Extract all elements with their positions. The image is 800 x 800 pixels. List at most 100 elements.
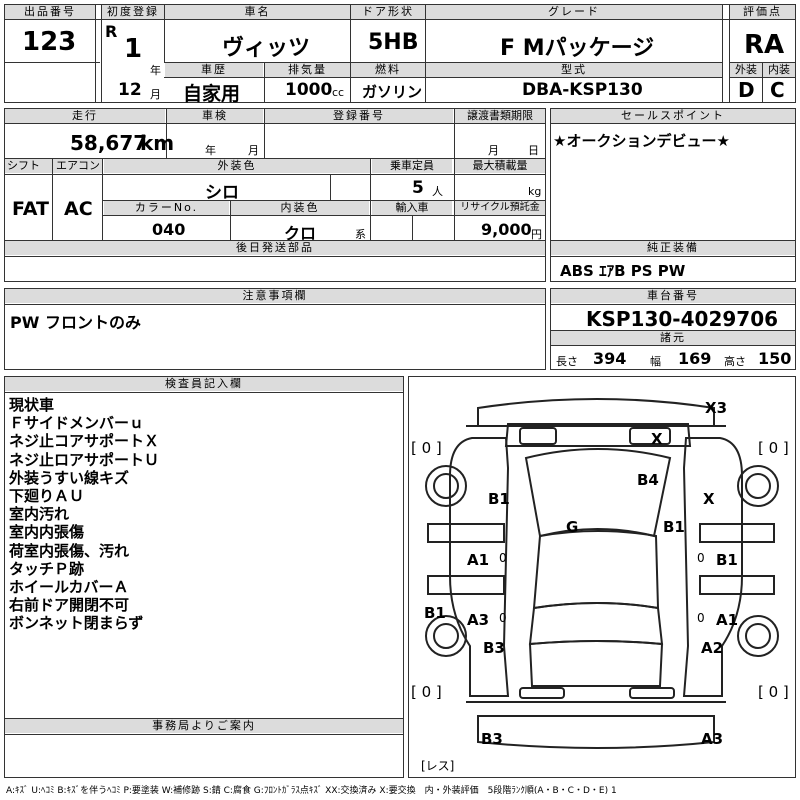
hdr-ext-color: 外装色: [104, 159, 370, 173]
mark-b1-right: B1: [663, 518, 685, 536]
mark-a2-right: A2: [701, 639, 724, 657]
inspector-note: 外装うすい線キズ: [9, 468, 130, 487]
sheet-top-block: [4, 4, 796, 103]
reg-month-suffix: 月: [150, 88, 161, 101]
capacity-unit: 人: [432, 185, 443, 198]
mark-b1-right-door: B1: [716, 551, 738, 569]
hdr-lot: 出品番号: [5, 5, 95, 19]
hdr-shift: シフト: [5, 159, 54, 173]
inspector-note: 下廻りＡＵ: [9, 487, 85, 506]
hdr-mileage: 走行: [5, 109, 165, 123]
mark-b3-left: B3: [483, 639, 505, 657]
door-type: 5HB: [368, 30, 419, 55]
mark-a3-left: A3: [467, 611, 490, 629]
lot-number: 123: [22, 27, 77, 57]
hdr-sales-point: セールスポイント: [551, 109, 795, 123]
inspector-note: Ｆサイドメンバーｕ: [9, 414, 145, 433]
recycle-unit: 円: [531, 228, 542, 241]
hdr-car-name: 車名: [165, 5, 350, 19]
inspector-note: ボンネット閉まらず: [9, 614, 144, 633]
hdr-color-no: カラーNo.: [104, 201, 229, 215]
load-unit: kg: [528, 185, 542, 198]
model-code: DBA-KSP130: [522, 80, 643, 100]
mark-a3-bottom: A3: [701, 730, 724, 748]
hdr-displacement: 排気量: [265, 63, 350, 77]
tire-rear-right: [ 0 ]: [758, 683, 789, 701]
length: 394: [593, 349, 627, 368]
hdr-notes: 注意事項欄: [5, 289, 545, 303]
ext-color: シロ: [205, 183, 239, 203]
mark-x-front: X: [651, 430, 663, 448]
inspector-block: [4, 376, 404, 778]
hdr-exterior: 外装: [730, 63, 762, 77]
car-diagram: [425, 398, 779, 749]
hdr-genuine-equip: 純正装備: [551, 241, 795, 255]
hdr-reg-no: 登録番号: [265, 109, 453, 123]
transfer-month: 月: [488, 144, 499, 157]
hdr-import: 輸入車: [372, 201, 452, 215]
int-color: クロ: [284, 224, 317, 243]
width-label: 幅: [650, 355, 661, 368]
chassis-block: [550, 288, 796, 370]
color-no: 040: [152, 220, 186, 239]
mark-b4: B4: [637, 471, 659, 489]
zero-mark: 0: [697, 611, 705, 625]
hdr-history: 車歴: [165, 63, 263, 77]
tire-rear-left: [ 0 ]: [411, 683, 442, 701]
inspector-note: タッチＰ跡: [9, 559, 85, 578]
fuel: ガソリン: [362, 83, 423, 101]
inspector-note: ネジ止ロアサポートＵ: [9, 450, 160, 469]
hdr-transfer: 譲渡書類期限: [455, 109, 545, 123]
hdr-office: 事務局よりご案内: [5, 719, 403, 733]
mileage-unit: km: [140, 131, 175, 155]
car-name: ヴィッツ: [222, 36, 311, 61]
history: 自家用: [183, 83, 241, 105]
inspection-month: 月: [248, 144, 259, 157]
zero-mark: 0: [499, 551, 507, 565]
inspector-note: 室内内張傷: [9, 523, 85, 542]
mark-x-right-fender: X: [703, 490, 715, 508]
inspector-note: 現状車: [9, 396, 55, 414]
mark-a1-right: A1: [716, 611, 739, 629]
sales-point-block: [550, 108, 796, 282]
interior-grade: C: [770, 78, 785, 102]
hdr-model: 型式: [426, 63, 722, 77]
legend: A:ｷｽﾞ U:ﾍｺﾐ B:ｷｽﾞを伴うﾍｺﾐ P:要塗装 W:補修跡 S:錆 …: [6, 786, 617, 796]
recycle-fee: 9,000: [481, 220, 532, 239]
grade: F Mパッケージ: [500, 36, 655, 61]
reg-year-suffix: 年: [150, 64, 161, 77]
shift: FAT: [12, 198, 49, 220]
inspector-note: ネジ止コアサポートＸ: [9, 432, 160, 451]
int-color-suffix: 系: [355, 228, 366, 241]
hdr-inspector: 検査員記入欄: [5, 377, 403, 391]
cc-unit: cc: [332, 86, 345, 99]
notes-block: [4, 288, 546, 370]
zero-mark: 0: [499, 611, 507, 625]
tire-front-left: [ 0 ]: [411, 439, 442, 457]
hdr-grade: グレード: [426, 5, 722, 19]
reg-era: R: [105, 22, 118, 41]
mark-x3-top: X3: [705, 399, 728, 417]
hdr-int-color: 内装色: [231, 201, 369, 215]
hdr-recycle: リサイクル預託金: [455, 201, 545, 215]
reg-year: 1: [124, 34, 143, 64]
zero-mark: 0: [697, 551, 705, 565]
mark-b1-left-side: B1: [424, 604, 446, 622]
length-label: 長さ: [556, 355, 578, 368]
hdr-specs: 諸元: [551, 331, 795, 345]
transfer-day: 日: [528, 144, 539, 157]
hdr-door: ドア形状: [351, 5, 425, 19]
hdr-score: 評価点: [730, 5, 795, 19]
exterior-grade: D: [738, 78, 755, 102]
inspector-note: 右前ドア開閉不可: [9, 596, 130, 615]
capacity: 5: [412, 178, 424, 198]
reg-month: 12: [118, 80, 142, 100]
height-label: 高さ: [724, 355, 746, 368]
tire-front-right: [ 0 ]: [758, 439, 789, 457]
inspector-note: ホイールカバーＡ: [9, 578, 129, 597]
aircon: AC: [64, 198, 93, 220]
width: 169: [678, 349, 712, 368]
hdr-capacity: 乗車定員: [372, 159, 452, 173]
inspector-notes-list: 現状車 Ｆサイドメンバーｕ ネジ止コアサポートＸ ネジ止ロアサポートＵ 外装うす…: [9, 396, 159, 633]
mark-a1-left-door: A1: [467, 551, 490, 569]
